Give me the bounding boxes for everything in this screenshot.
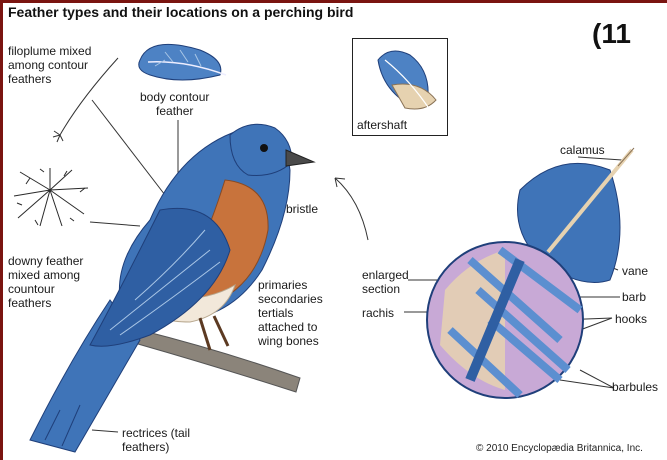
label-body-contour: body contour feather bbox=[140, 90, 209, 118]
leader-downy bbox=[90, 222, 140, 226]
label-calamus: calamus bbox=[560, 143, 605, 157]
contour-feather-icon bbox=[139, 44, 226, 80]
label-primaries: primaries secondaries tertials attached … bbox=[258, 278, 323, 348]
label-barbules: barbules bbox=[612, 380, 658, 394]
magnified-feather-icon bbox=[427, 148, 634, 398]
leader-hooks-2 bbox=[580, 318, 612, 330]
label-rectrices: rectrices (tail feathers) bbox=[122, 426, 190, 454]
label-enlarged-section: enlarged section bbox=[362, 268, 409, 296]
label-bristle: bristle bbox=[286, 202, 318, 216]
leader-rectrices bbox=[92, 430, 118, 432]
label-rachis: rachis bbox=[362, 306, 394, 320]
label-filoplume: filoplume mixed among contour feathers bbox=[8, 44, 91, 86]
label-barb: barb bbox=[622, 290, 646, 304]
label-downy: downy feather mixed among countour feath… bbox=[8, 254, 83, 310]
leader-calamus bbox=[578, 157, 622, 160]
bristle-icon bbox=[335, 178, 368, 240]
downy-feather-icon bbox=[14, 168, 88, 226]
copyright-notice: © 2010 Encyclopædia Britannica, Inc. bbox=[476, 443, 643, 454]
label-vane: vane bbox=[622, 264, 648, 278]
label-hooks: hooks bbox=[615, 312, 647, 326]
label-aftershaft: aftershaft bbox=[357, 118, 407, 132]
aftershaft-feather-icon bbox=[378, 51, 436, 110]
